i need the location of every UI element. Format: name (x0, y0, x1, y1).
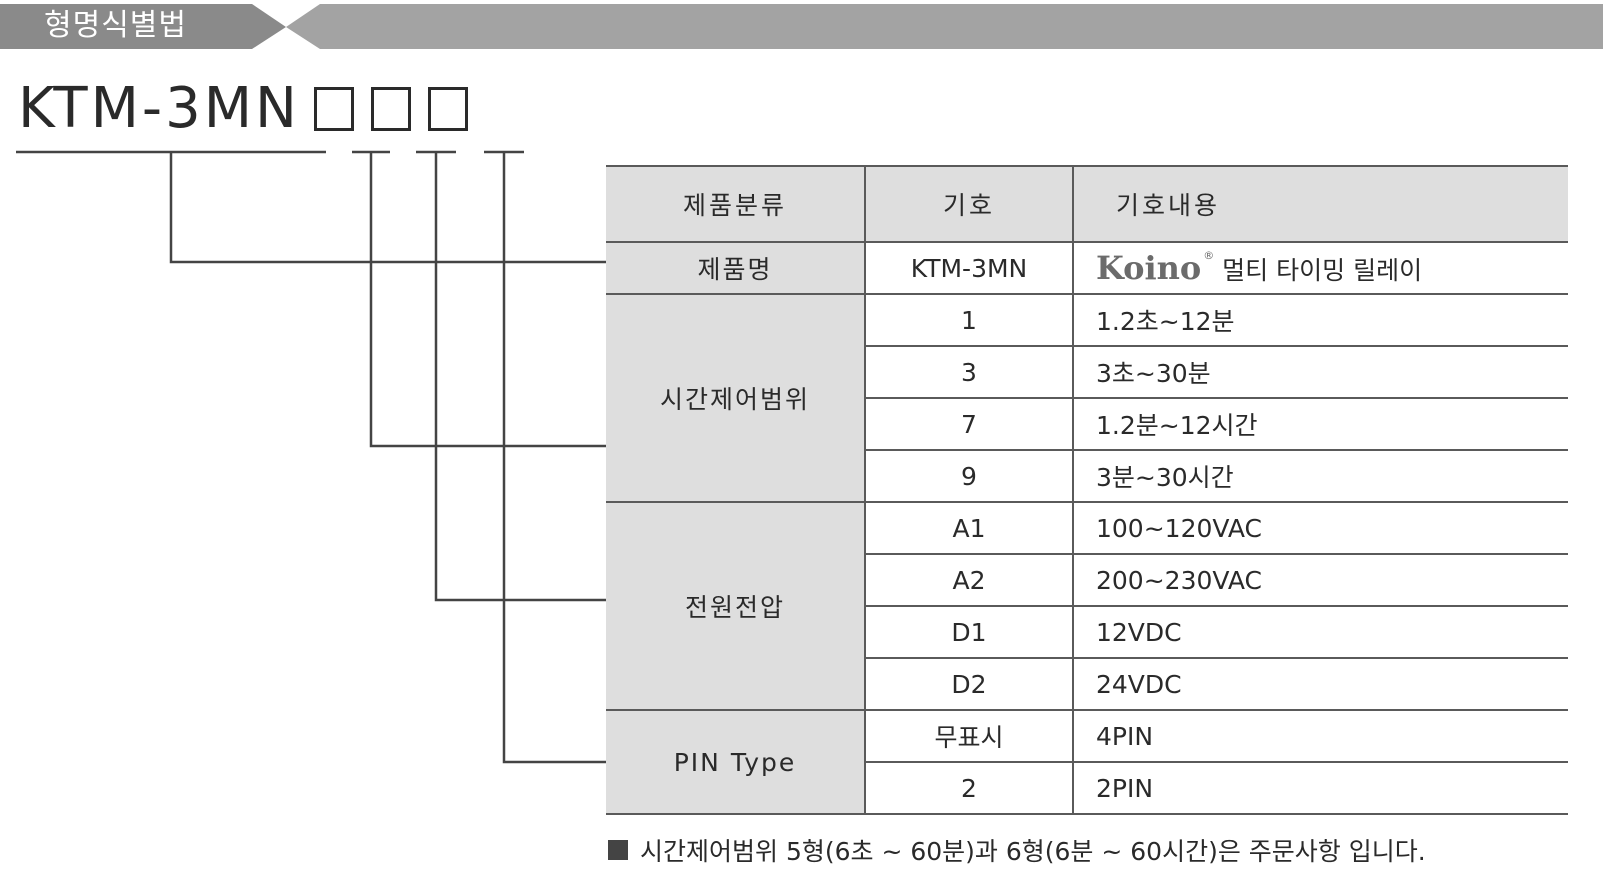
symbol-cell: 3 (865, 346, 1074, 399)
footnote-text: 시간제어범위 5형(6초 ~ 60분)과 6형(6분 ~ 60시간)은 주문사항… (640, 837, 1426, 866)
model-code-text: KTM-3MN (18, 76, 300, 141)
koino-logo: Koino (1096, 249, 1202, 287)
category-product-name: 제품명 (606, 242, 866, 295)
header-banner: 형명식별법 (0, 0, 1603, 52)
page-title: 형명식별법 (44, 8, 187, 43)
description-cell: 1.2분~12시간 (1073, 398, 1568, 451)
description-cell: 200~230VAC (1073, 554, 1568, 607)
symbol-cell: 2 (865, 762, 1074, 815)
header-category: 제품분류 (606, 165, 866, 243)
description-cell: 12VDC (1073, 606, 1568, 659)
model-code: KTM-3MN (18, 74, 468, 144)
description-cell: 3분~30시간 (1073, 450, 1568, 503)
symbol-cell: 9 (865, 450, 1074, 503)
description-cell: 24VDC (1073, 658, 1568, 711)
connector-pin-type (502, 152, 606, 764)
header-description: 기호내용 (1073, 165, 1568, 243)
connector-time-range (369, 152, 606, 448)
description-cell: 1.2초~12분 (1073, 294, 1568, 347)
category-cell: PIN Type (606, 710, 866, 815)
symbol-product: KTM-3MN (865, 242, 1074, 295)
description-cell: 100~120VAC (1073, 502, 1568, 555)
code-placeholder-box (313, 87, 354, 131)
product-description-text: 멀티 타이밍 릴레이 (1222, 256, 1423, 285)
symbol-cell: D2 (865, 658, 1074, 711)
code-placeholder-box (427, 87, 468, 131)
symbol-cell: A2 (865, 554, 1074, 607)
registered-mark: ® (1203, 249, 1215, 262)
model-spec-table: 제품분류 기호 기호내용 제품명 KTM-3MN Koino® 멀티 타이밍 릴… (606, 165, 1568, 815)
banner-shape (0, 4, 1603, 49)
description-cell: 2PIN (1073, 762, 1568, 815)
bullet-square-icon (608, 840, 628, 860)
description-cell: 4PIN (1073, 710, 1568, 763)
symbol-cell: 1 (865, 294, 1074, 347)
table-header-row: 제품분류 기호 기호내용 (606, 165, 1568, 243)
description-product: Koino® 멀티 타이밍 릴레이 (1073, 242, 1568, 295)
header-symbol: 기호 (865, 165, 1074, 243)
symbol-cell: A1 (865, 502, 1074, 555)
symbol-cell: D1 (865, 606, 1074, 659)
category-cell: 시간제어범위 (606, 294, 866, 503)
code-placeholder-box (370, 87, 411, 131)
connector-voltage (434, 152, 606, 602)
table-row-product: 제품명 KTM-3MN Koino® 멀티 타이밍 릴레이 (606, 242, 1568, 295)
symbol-cell: 7 (865, 398, 1074, 451)
connector-product (169, 152, 606, 264)
footnote: 시간제어범위 5형(6초 ~ 60분)과 6형(6분 ~ 60시간)은 주문사항… (608, 832, 1426, 868)
category-cell: 전원전압 (606, 502, 866, 711)
symbol-cell: 무표시 (865, 710, 1074, 763)
description-cell: 3초~30분 (1073, 346, 1568, 399)
